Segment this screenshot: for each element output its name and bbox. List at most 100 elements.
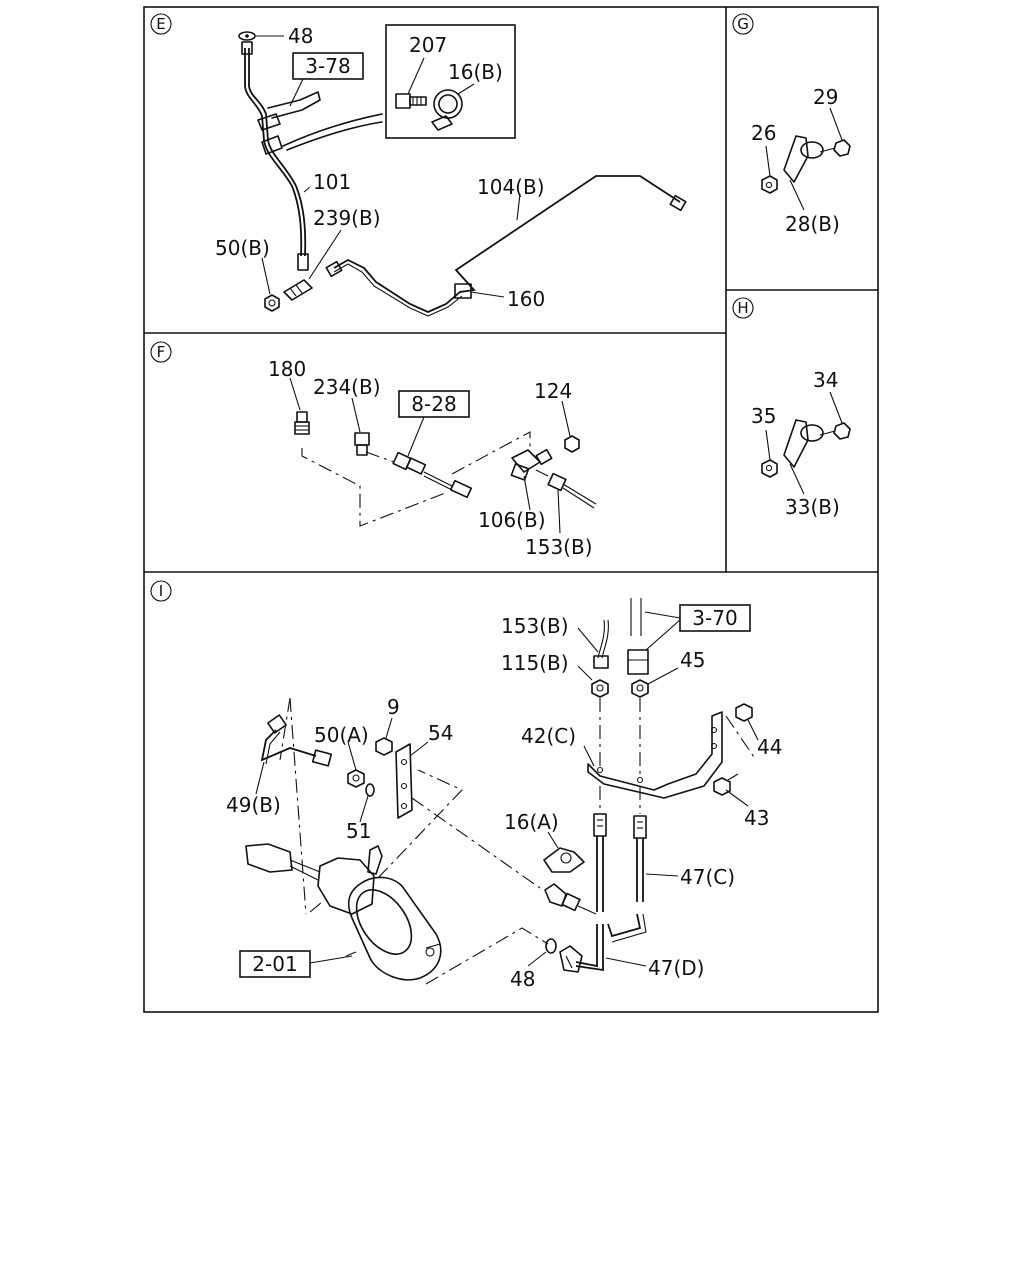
- label-16a: 16(A): [504, 810, 559, 834]
- part-9-nut: [375, 717, 393, 756]
- section-e-marker: E: [150, 13, 172, 35]
- label-153b-f: 153(B): [525, 535, 593, 559]
- svg-text:2-01: 2-01: [252, 952, 297, 976]
- part-48-washer: [238, 31, 284, 41]
- part-234b-fitting: [351, 397, 370, 456]
- label-33b: 33(B): [785, 495, 840, 519]
- label-28b: 28(B): [785, 212, 840, 236]
- label-124: 124: [534, 379, 572, 403]
- label-104b: 104(B): [477, 175, 545, 199]
- label-29: 29: [813, 85, 838, 109]
- label-115b: 115(B): [501, 651, 569, 675]
- part-153b-top: [577, 619, 609, 669]
- assembly-line-f4: [535, 469, 549, 477]
- label-207: 207: [409, 33, 447, 57]
- label-45: 45: [680, 648, 705, 672]
- assembly-line-i7: [279, 697, 291, 761]
- part-47d-pipe: [559, 813, 647, 973]
- svg-text:G: G: [737, 15, 749, 33]
- part-pressure-switch: [544, 883, 597, 915]
- part-42c-bracket: [583, 711, 723, 799]
- label-153b-i: 153(B): [501, 614, 569, 638]
- svg-text:3-78: 3-78: [305, 54, 350, 78]
- section-f: F 180 234(B) 8-28: [150, 341, 597, 559]
- label-49b: 49(B): [226, 793, 281, 817]
- assembly-line-i10: [425, 927, 549, 985]
- label-239b: 239(B): [313, 206, 381, 230]
- assembly-line-i9: [377, 769, 463, 879]
- part-180-plug: [289, 377, 310, 435]
- label-51: 51: [346, 819, 371, 843]
- ref-box-8-28[interactable]: 8-28: [398, 390, 470, 457]
- part-43-bolt: [713, 773, 749, 807]
- assembly-line-i5: [725, 715, 757, 761]
- part-115b-nut: [577, 665, 609, 698]
- part-8-28-switch: [392, 451, 473, 499]
- label-48: 48: [288, 24, 313, 48]
- ref-box-3-70[interactable]: 3-70: [644, 604, 751, 651]
- label-54: 54: [428, 721, 453, 745]
- part-50a-nut: [347, 741, 365, 788]
- part-28b-bracket: [783, 135, 824, 211]
- part-16a-clip: [543, 831, 585, 873]
- part-44-nut: [735, 703, 759, 741]
- part-104b-pipe: [325, 175, 687, 317]
- label-42c: 42(C): [521, 724, 576, 748]
- frame-rail-lower: [286, 121, 383, 151]
- part-106b-tee: [510, 448, 553, 511]
- label-50b-e: 50(B): [215, 236, 270, 260]
- label-34: 34: [813, 368, 838, 392]
- label-26: 26: [751, 121, 776, 145]
- part-3-70-tube: [627, 598, 649, 675]
- label-101: 101: [313, 170, 351, 194]
- section-i-marker: I: [150, 580, 172, 602]
- part-47c-pipe: [607, 815, 679, 943]
- label-180: 180: [268, 357, 306, 381]
- part-124-nut: [561, 400, 580, 453]
- label-9: 9: [387, 695, 400, 719]
- label-35: 35: [751, 404, 776, 428]
- inset-box-clip: [385, 24, 516, 139]
- label-234b: 234(B): [313, 375, 381, 399]
- part-101-hose: [241, 41, 321, 271]
- svg-text:I: I: [159, 582, 163, 600]
- svg-text:H: H: [737, 299, 748, 317]
- section-h-marker: H: [732, 297, 754, 319]
- label-106b: 106(B): [478, 508, 546, 532]
- ref-box-3-78[interactable]: 3-78: [289, 52, 364, 107]
- part-45-nut: [631, 667, 679, 698]
- assembly-line-f2: [365, 451, 395, 463]
- section-g: G 29 26 28(B): [732, 13, 851, 236]
- label-16b: 16(B): [448, 60, 503, 84]
- label-44: 44: [757, 735, 782, 759]
- frame-rail: [282, 113, 383, 147]
- part-35-nut: [761, 429, 778, 478]
- part-54-plate: [395, 741, 429, 819]
- svg-text:8-28: 8-28: [411, 392, 456, 416]
- part-34-bolt: [819, 391, 851, 440]
- part-16b-clip: [431, 83, 475, 131]
- part-51-washer: [359, 783, 375, 823]
- svg-text:F: F: [157, 343, 166, 361]
- part-239b-union: [283, 229, 342, 301]
- part-49b-pipe: [255, 714, 333, 795]
- part-29-bolt: [819, 107, 851, 157]
- part-26-nut: [761, 145, 778, 194]
- section-e: E 48 101 3-78: [150, 13, 687, 317]
- part-2-01-booster: [245, 843, 442, 981]
- ref-box-2-01[interactable]: 2-01: [239, 950, 353, 978]
- assembly-line-i6: [289, 697, 307, 915]
- label-48-i: 48: [510, 967, 535, 991]
- section-i: I 153(B) 115(B) 3-70: [150, 580, 782, 991]
- section-f-marker: F: [150, 341, 172, 363]
- part-33b-bracket: [783, 419, 824, 495]
- section-g-marker: G: [732, 13, 754, 35]
- label-160: 160: [507, 287, 545, 311]
- assembly-line-i11: [309, 901, 323, 913]
- label-47c: 47(C): [680, 865, 735, 889]
- label-50a: 50(A): [314, 723, 369, 747]
- label-47d: 47(D): [648, 956, 704, 980]
- part-48-washer-i: [527, 938, 557, 967]
- part-160-clip: [454, 283, 505, 299]
